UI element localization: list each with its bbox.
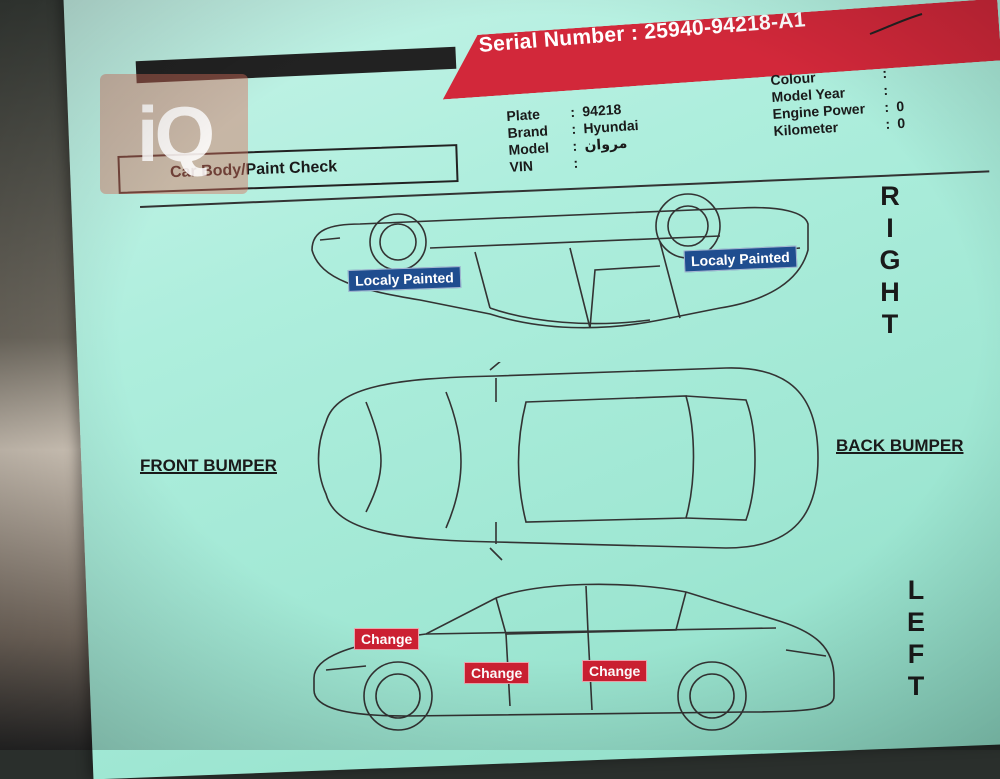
iq-watermark-logo: iQ [100, 74, 248, 194]
back-bumper-label: BACK BUMPER [836, 436, 964, 455]
vehicle-info-right: Colour: Model Year: Engine Power:0 Kilom… [770, 64, 906, 140]
front-bumper-label: FRONT BUMPER [140, 456, 277, 475]
mark-localy-painted-rear: Localy Painted [347, 266, 462, 292]
mark-change-rear-door: Change [582, 660, 648, 682]
right-side-label: R I G H T [879, 181, 901, 339]
mark-change-front-fender: Change [354, 628, 420, 650]
pen-mark-icon [869, 13, 923, 35]
car-top-view-diagram [317, 362, 819, 561]
car-left-side-diagram [313, 583, 835, 731]
left-side-label: L E F T [906, 575, 925, 701]
vehicle-info-left: Plate:94218 Brand:Hyundai Model:مروان VI… [506, 100, 641, 176]
mark-change-front-door: Change [464, 662, 530, 684]
